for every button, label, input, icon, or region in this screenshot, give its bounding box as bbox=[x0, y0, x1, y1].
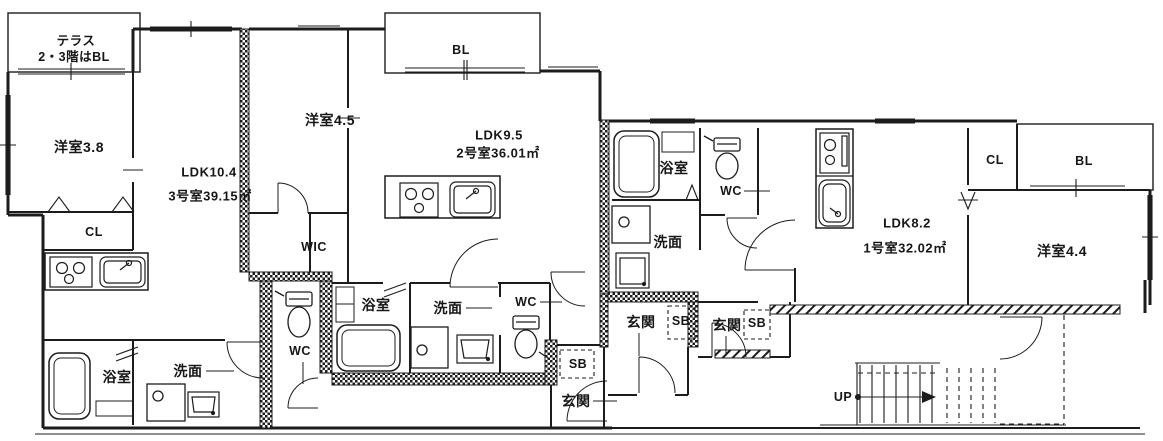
area-label-unit2: 2号室36.01㎡ bbox=[456, 145, 540, 161]
bathtub-left bbox=[48, 352, 134, 420]
door-wash-left bbox=[226, 341, 264, 379]
ldk-label-unit2: LDK9.5 bbox=[475, 127, 523, 143]
stairs bbox=[820, 315, 1066, 426]
sink-mid bbox=[449, 181, 496, 218]
shoe-box-left bbox=[559, 349, 595, 379]
stairs-up-label: UP bbox=[833, 389, 853, 404]
wc-label-mid: WC bbox=[515, 294, 537, 309]
laundry-mid bbox=[456, 334, 494, 364]
washing-machine-pans bbox=[187, 252, 650, 418]
shoe-box-mid bbox=[667, 305, 696, 340]
area-label-unit3: 3号室39.15㎡ bbox=[168, 188, 252, 204]
bath-label-right: 浴室 bbox=[659, 160, 689, 176]
door-entrance-mid bbox=[638, 356, 676, 394]
terrace-label-line2: 2・3階はBL bbox=[38, 49, 110, 64]
stove-right bbox=[819, 132, 850, 174]
balcony-center-outline bbox=[384, 12, 541, 74]
room-label-4-5: 洋室4.5 bbox=[305, 112, 355, 128]
hatched-walls bbox=[239, 28, 1121, 429]
door-wash-mid bbox=[449, 238, 499, 288]
exterior-walls bbox=[6, 27, 1152, 430]
room-label-4-4: 洋室4.4 bbox=[1037, 243, 1087, 259]
up-arrow bbox=[854, 391, 936, 403]
washbasin-left bbox=[146, 383, 186, 422]
stove-left bbox=[49, 256, 93, 288]
leader-lines bbox=[123, 117, 978, 402]
terrace-outline bbox=[7, 12, 141, 73]
door-corridor bbox=[999, 316, 1043, 360]
washbasin-right bbox=[611, 205, 651, 244]
entrance-label-left: 玄関 bbox=[561, 393, 591, 409]
shoe-boxes bbox=[559, 305, 771, 379]
bathtub-mid bbox=[335, 286, 401, 372]
stove-mid bbox=[399, 182, 439, 218]
door-wc-left bbox=[287, 377, 319, 409]
balcony-outlines bbox=[7, 12, 1154, 191]
shoebox-label-left: SB bbox=[568, 356, 588, 371]
terrace-label-line1: テラス bbox=[56, 33, 96, 48]
laundry-left bbox=[187, 391, 220, 418]
wash-label-mid: 洗面 bbox=[433, 300, 463, 316]
door-arcs bbox=[226, 182, 1043, 422]
kitchens bbox=[44, 128, 854, 291]
door-hall1 bbox=[744, 219, 796, 271]
balcony-label-right: BL bbox=[1075, 153, 1093, 168]
sink-right bbox=[818, 179, 851, 227]
balcony-label-center: BL bbox=[452, 42, 470, 57]
bath-label-mid: 浴室 bbox=[361, 297, 391, 313]
wash-label-left: 洗面 bbox=[173, 363, 203, 379]
sink-left bbox=[99, 256, 146, 288]
shoebox-label-right: SB bbox=[747, 315, 767, 330]
kitchen-left bbox=[44, 252, 149, 291]
bathtubs bbox=[48, 130, 695, 420]
laundry-right bbox=[615, 252, 650, 289]
toilet-left bbox=[274, 290, 313, 338]
wash-label-right: 洗面 bbox=[653, 234, 683, 250]
closet-label-right: CL bbox=[986, 152, 1004, 167]
entrance-label-right: 玄関 bbox=[712, 317, 742, 333]
bath-label-left: 浴室 bbox=[102, 369, 132, 385]
washbasin-mid bbox=[410, 326, 449, 369]
shoebox-label-mid: SB bbox=[671, 313, 691, 328]
door-entrance-left bbox=[566, 380, 608, 422]
door-wc-right bbox=[726, 217, 758, 249]
washbasins bbox=[146, 205, 651, 422]
toilets bbox=[274, 135, 741, 359]
wc-label-right: WC bbox=[720, 183, 742, 198]
folding-door-marks bbox=[47, 183, 976, 362]
door-room45 bbox=[277, 182, 309, 214]
window-symbols bbox=[0, 21, 1158, 435]
door-hall2 bbox=[550, 271, 586, 307]
entrance-label-mid: 玄関 bbox=[626, 314, 656, 330]
ldk-label-unit3: LDK10.4 bbox=[181, 164, 237, 180]
bathtub-right bbox=[613, 130, 695, 198]
toilet-mid bbox=[512, 315, 549, 359]
closet-label-left: CL bbox=[85, 224, 103, 239]
kitchen-right bbox=[815, 128, 854, 229]
door-entrance-right bbox=[711, 322, 747, 358]
wic-label: WIC bbox=[301, 239, 327, 254]
wc-label-left: WC bbox=[289, 343, 311, 358]
room-label-3-8: 洋室3.8 bbox=[54, 139, 104, 155]
kitchen-mid bbox=[384, 175, 501, 219]
ldk-label-unit1: LDK8.2 bbox=[883, 215, 931, 231]
toilet-right bbox=[703, 135, 741, 180]
area-label-unit1: 1号室32.02㎡ bbox=[863, 240, 947, 256]
